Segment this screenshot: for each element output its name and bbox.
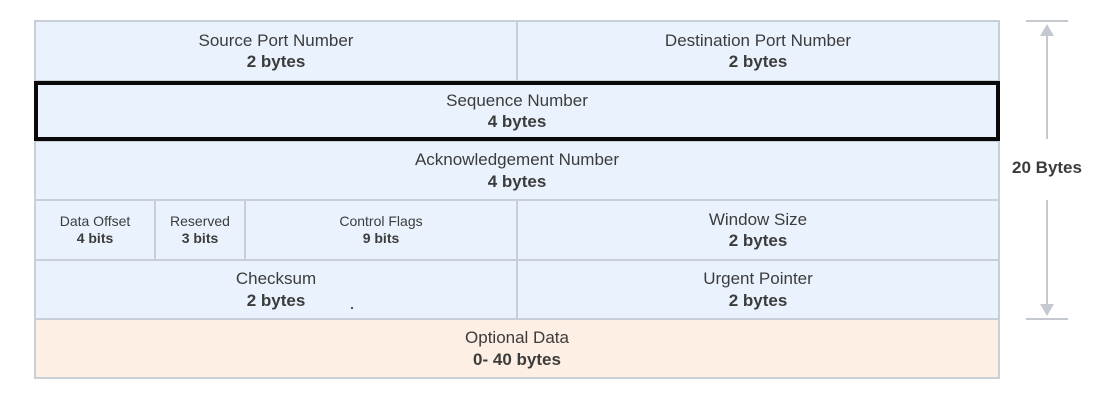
field-control-flags: Control Flags 9 bits [244,199,518,261]
field-label: Sequence Number [446,90,588,110]
field-source-port: Source Port Number 2 bytes [34,20,518,82]
field-label: Control Flags [339,212,423,229]
field-label: Data Offset [59,212,131,229]
field-size: 2 bytes [728,52,788,71]
field-size: 4 bytes [487,171,547,191]
field-label: Reserved [170,212,230,229]
size-span-arrow [1026,20,1068,320]
stray-dot [351,307,353,309]
field-label: Destination Port Number [664,30,852,50]
field-size: 0- 40 bytes [473,349,561,369]
field-sequence-number: Sequence Number 4 bytes [34,81,1000,141]
field-label: Source Port Number [198,30,354,50]
field-label: Window Size [708,209,808,229]
field-window-size: Window Size 2 bytes [516,199,1000,261]
field-label: Checksum [235,269,317,289]
field-label: Acknowledgement Number [414,150,620,170]
field-checksum: Checksum 2 bytes [34,259,518,320]
field-destination-port: Destination Port Number 2 bytes [516,20,1000,82]
field-size: 4 bytes [487,112,547,131]
field-size: 2 bytes [246,290,306,310]
field-size: 2 bytes [246,52,306,71]
field-acknowledgement-number: Acknowledgement Number 4 bytes [34,140,1000,201]
field-reserved: Reserved 3 bits [154,199,246,261]
field-size: 2 bytes [728,290,788,310]
field-label: Optional Data [465,328,569,348]
field-data-offset: Data Offset 4 bits [34,199,156,261]
field-size: 3 bits [181,230,219,246]
field-optional-data: Optional Data 0- 40 bytes [34,318,1000,379]
field-size: 2 bytes [728,231,788,250]
total-size-label: 20 Bytes [1012,158,1082,177]
field-label: Urgent Pointer [703,269,813,289]
field-size: 9 bits [362,230,400,246]
field-size: 4 bits [76,230,114,246]
field-urgent-pointer: Urgent Pointer 2 bytes [516,259,1000,320]
